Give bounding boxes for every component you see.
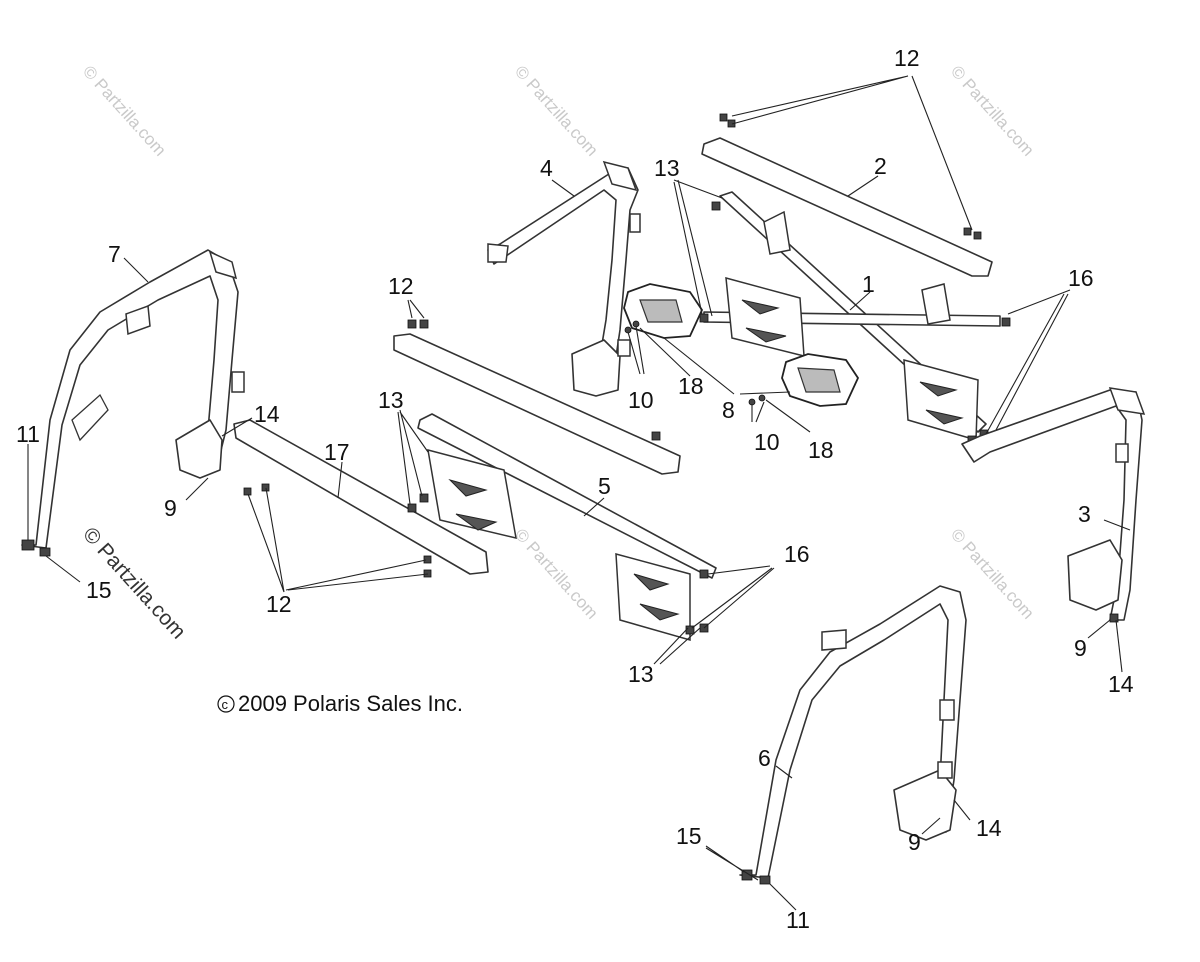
callout-2: 2: [874, 153, 887, 179]
callout-17: 17: [324, 439, 350, 465]
callout-12: 12: [266, 591, 292, 617]
callout-18: 18: [808, 437, 834, 463]
callout-10: 10: [628, 387, 654, 413]
callout-9: 9: [908, 829, 921, 855]
copyright-symbol: c: [222, 697, 229, 712]
part-5-brace: [407, 413, 717, 641]
callout-13: 13: [378, 387, 404, 413]
callout-11: 11: [786, 907, 810, 933]
copyright-text: 2009 Polaris Sales Inc.: [238, 691, 463, 716]
part-7-roll-hoop: [21, 249, 245, 557]
callout-1: 1: [862, 271, 875, 297]
callout-3: 3: [1078, 501, 1091, 527]
callout-18: 18: [678, 373, 704, 399]
callout-15: 15: [676, 823, 702, 849]
callout-10: 10: [754, 429, 780, 455]
callout-9: 9: [1074, 635, 1087, 661]
callouts: 12 2 13 4 7 16 12 1 10 18 8 13 14 11 10 …: [16, 45, 1134, 933]
watermark: © Partzilla.com: [511, 62, 602, 160]
copyright: c 2009 Polaris Sales Inc.: [217, 691, 463, 716]
leader-lines: [27, 75, 1131, 911]
callout-15: 15: [86, 577, 112, 603]
callout-9: 9: [164, 495, 177, 521]
part-12-cross-bar: [393, 319, 681, 475]
callout-8: 8: [722, 397, 735, 423]
callout-14: 14: [976, 815, 1002, 841]
callout-14: 14: [254, 401, 280, 427]
callout-12: 12: [388, 273, 414, 299]
callout-13: 13: [628, 661, 654, 687]
callout-6: 6: [758, 745, 771, 771]
callout-11: 11: [16, 421, 40, 447]
callout-16: 16: [1068, 265, 1094, 291]
callout-5: 5: [598, 473, 611, 499]
part-17-cross-tube: [233, 419, 489, 578]
part-4-rear-hoop: [487, 160, 641, 397]
callout-12: 12: [894, 45, 920, 71]
part-2-upper-bar: [701, 113, 993, 277]
part-6-front-hoop: [739, 585, 967, 885]
watermark: © Partzilla.com: [511, 525, 602, 623]
callout-7: 7: [108, 241, 121, 267]
callout-16: 16: [784, 541, 810, 567]
callout-4: 4: [540, 155, 553, 181]
part-3-right-hoop: [961, 387, 1146, 623]
copyright-circle-icon: [217, 695, 235, 713]
callout-13: 13: [654, 155, 680, 181]
part-8-mirrors: [623, 283, 860, 407]
watermark: © Partzilla.com: [947, 62, 1038, 160]
watermark: © Partzilla.com: [79, 62, 170, 160]
callout-14: 14: [1108, 671, 1134, 697]
part-1-x-brace: [699, 191, 1011, 445]
